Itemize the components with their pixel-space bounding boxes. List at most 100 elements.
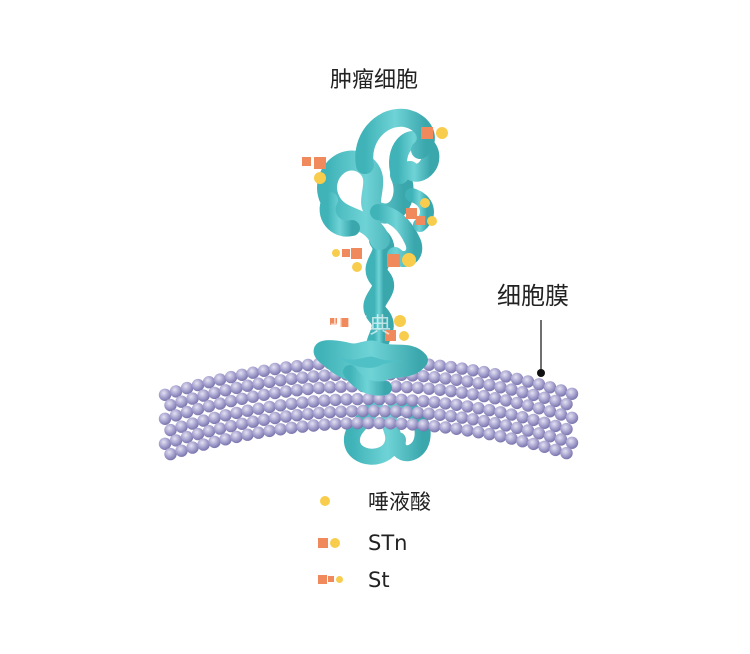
membrane-bead bbox=[488, 368, 502, 381]
membrane-bead bbox=[477, 365, 491, 379]
membrane-bead bbox=[180, 381, 194, 395]
membrane-bead bbox=[274, 399, 287, 412]
membrane-bead bbox=[252, 426, 265, 439]
membrane-bead bbox=[422, 382, 436, 395]
membrane-bead bbox=[164, 398, 177, 412]
membrane-bead bbox=[472, 426, 485, 439]
membrane-bead bbox=[340, 417, 353, 430]
membrane-bead bbox=[230, 381, 243, 395]
membrane-bead bbox=[417, 370, 430, 383]
membrane-bead bbox=[191, 427, 205, 441]
membrane-bead bbox=[285, 397, 298, 410]
membrane-bead bbox=[235, 417, 249, 430]
membrane-bead bbox=[444, 409, 458, 423]
membrane-bead bbox=[235, 368, 249, 381]
membrane-bead bbox=[224, 419, 238, 433]
membrane-bead bbox=[356, 404, 370, 418]
legend-label: St bbox=[368, 568, 390, 592]
membrane-bead bbox=[389, 405, 403, 418]
membrane-bead bbox=[532, 402, 546, 415]
membrane-bead bbox=[169, 409, 183, 422]
membrane-bead bbox=[406, 394, 419, 407]
membrane-bead bbox=[312, 381, 326, 395]
membrane-bead bbox=[257, 388, 271, 401]
membrane-bead bbox=[554, 408, 568, 421]
membrane-bead bbox=[406, 418, 419, 431]
membrane-bead bbox=[296, 371, 309, 384]
legend-item-stn: STn bbox=[316, 530, 407, 556]
membrane-bead bbox=[213, 397, 227, 410]
membrane-bead bbox=[158, 412, 172, 425]
membrane-bead bbox=[208, 411, 221, 425]
membrane-bead bbox=[252, 377, 265, 390]
membrane-bead bbox=[202, 425, 216, 438]
membrane-bead bbox=[279, 385, 293, 398]
membrane-bead bbox=[417, 419, 430, 432]
membrane-bead bbox=[516, 386, 529, 399]
membrane-bead bbox=[158, 388, 172, 401]
membrane-bead bbox=[439, 397, 452, 410]
membrane-bead bbox=[318, 369, 331, 382]
membrane-bead bbox=[268, 411, 282, 425]
membrane-bead bbox=[499, 419, 513, 432]
membrane-bead bbox=[400, 380, 414, 394]
membrane-bead bbox=[246, 366, 260, 379]
membrane-bead bbox=[285, 372, 298, 385]
membrane-bead bbox=[527, 413, 540, 427]
membrane-bead bbox=[538, 416, 551, 429]
membrane-bead bbox=[301, 407, 315, 421]
membrane-bead bbox=[433, 359, 447, 372]
membrane-bead bbox=[186, 392, 199, 405]
membrane-bead bbox=[241, 379, 254, 392]
membrane-bead bbox=[219, 409, 232, 422]
membrane-bead bbox=[263, 375, 276, 389]
membrane-bead bbox=[334, 405, 348, 418]
legend-item-st: St bbox=[316, 567, 390, 593]
membrane-bead bbox=[290, 409, 304, 422]
membrane-bead bbox=[197, 438, 210, 451]
membrane-bead bbox=[549, 394, 562, 408]
membrane-bead bbox=[532, 378, 546, 391]
membrane-bead bbox=[224, 370, 238, 384]
membrane-bead bbox=[241, 428, 254, 441]
membrane-bead bbox=[362, 392, 375, 406]
membrane-bead bbox=[312, 406, 326, 420]
membrane-bead bbox=[477, 389, 491, 403]
membrane-bead bbox=[340, 393, 353, 406]
membrane-bead bbox=[488, 417, 502, 430]
membrane-bead bbox=[158, 437, 172, 450]
membrane-bead bbox=[213, 422, 227, 435]
membrane-bead bbox=[164, 447, 177, 461]
membrane-bead bbox=[318, 418, 331, 431]
membrane-bead bbox=[180, 430, 194, 444]
membrane-bead bbox=[279, 361, 293, 374]
membrane-bead bbox=[505, 408, 518, 421]
membrane-bead bbox=[268, 362, 282, 376]
membrane-bead bbox=[516, 411, 529, 424]
membrane-bead bbox=[285, 421, 298, 434]
membrane-bead bbox=[164, 423, 177, 437]
membrane-bead bbox=[494, 430, 507, 443]
membrane-bead bbox=[444, 384, 458, 398]
membrane-bead bbox=[175, 395, 188, 408]
membrane-bead bbox=[208, 435, 221, 449]
membrane-bead bbox=[433, 408, 447, 421]
membrane-bead bbox=[378, 405, 392, 418]
legend-label: 唾液酸 bbox=[368, 490, 431, 514]
membrane-bead bbox=[246, 415, 260, 428]
title-tumor-cell: 肿瘤细胞 bbox=[330, 68, 419, 93]
membrane-bead bbox=[554, 433, 568, 446]
membrane-bead bbox=[510, 396, 524, 410]
membrane-bead bbox=[466, 388, 480, 401]
membrane-bead bbox=[565, 436, 579, 449]
membrane-bead bbox=[230, 406, 243, 420]
membrane-bead bbox=[466, 364, 480, 377]
membrane-bead bbox=[411, 406, 425, 419]
membrane-bead bbox=[450, 373, 463, 386]
cell-membrane bbox=[158, 355, 579, 461]
membrane-bead bbox=[186, 417, 199, 430]
membrane-bead bbox=[466, 413, 480, 426]
membrane-bead bbox=[307, 370, 320, 383]
membrane-bead bbox=[252, 402, 265, 415]
membrane-bead bbox=[191, 402, 205, 416]
